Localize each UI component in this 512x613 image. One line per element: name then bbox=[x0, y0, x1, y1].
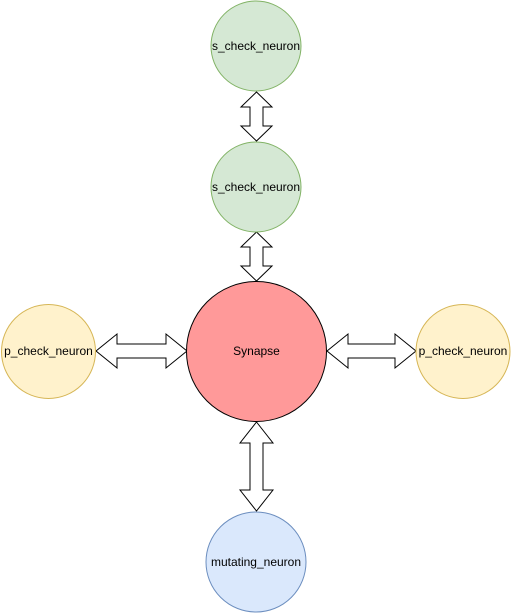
node-synapse-label: Synapse bbox=[233, 344, 280, 358]
edge-p-check-left-to-synapse bbox=[95, 332, 188, 370]
node-synapse-shape bbox=[186, 281, 327, 422]
node-s-check-top-label: s_check_neuron bbox=[212, 39, 300, 53]
node-s-check-top[interactable]: s_check_neuron bbox=[210, 0, 302, 92]
node-mutating-label: mutating_neuron bbox=[211, 555, 301, 569]
node-s-check-mid-shape bbox=[210, 141, 302, 233]
edge-synapse-to-p-check-right bbox=[326, 332, 417, 370]
node-p-check-left-shape bbox=[1, 304, 96, 399]
edge-s-check-mid-to-synapse bbox=[239, 231, 274, 282]
node-synapse[interactable]: Synapse bbox=[186, 281, 327, 422]
node-mutating[interactable]: mutating_neuron bbox=[205, 511, 307, 613]
edge-s-check-top-to-s-check-mid bbox=[239, 91, 274, 142]
node-s-check-mid-label: s_check_neuron bbox=[212, 180, 300, 194]
node-s-check-mid[interactable]: s_check_neuron bbox=[210, 141, 302, 233]
node-p-check-left[interactable]: p_check_neuron bbox=[1, 304, 96, 399]
node-p-check-right-shape bbox=[415, 304, 511, 399]
node-p-check-right[interactable]: p_check_neuron bbox=[415, 304, 511, 399]
node-p-check-right-label: p_check_neuron bbox=[419, 344, 508, 358]
node-p-check-left-label: p_check_neuron bbox=[4, 344, 93, 358]
edge-synapse-to-mutating bbox=[238, 421, 275, 512]
node-s-check-top-shape bbox=[210, 0, 302, 92]
edges bbox=[95, 91, 417, 512]
node-mutating-shape bbox=[205, 511, 307, 613]
